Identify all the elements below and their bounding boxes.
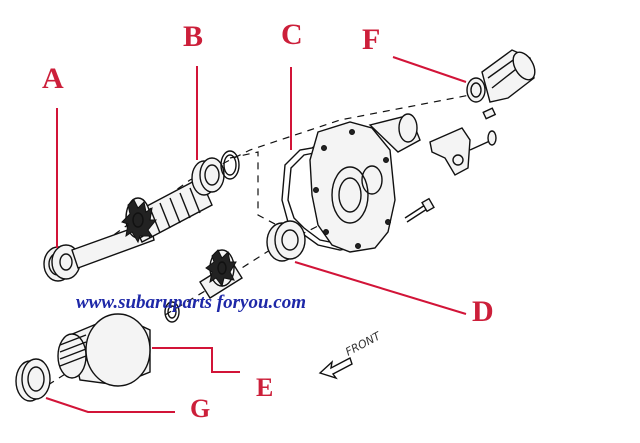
front-direction-indicator: FRONT (318, 329, 384, 380)
callout-f: F (362, 23, 380, 56)
leader-f (392, 56, 467, 83)
callout-d: D (472, 295, 494, 328)
transfer-gear-part (164, 249, 243, 323)
dust-boot-part (481, 49, 536, 103)
callout-e: E (256, 373, 273, 402)
leader-g (45, 397, 175, 413)
drive-shaft-e-part (57, 313, 151, 387)
leader-e (152, 347, 240, 373)
shift-bracket-part (429, 107, 497, 176)
drive-pinion-shaft-part (71, 177, 213, 269)
callout-c: C (281, 18, 303, 51)
extension-housing-part (309, 113, 421, 253)
callout-a: A (42, 62, 64, 95)
front-label: FRONT (343, 329, 383, 359)
bearing-d-part (266, 220, 306, 262)
callout-b: B (183, 20, 203, 53)
bearing-b-part (191, 150, 240, 196)
oil-seal-f-part (466, 77, 486, 103)
website-watermark: www.subaruparts foryou.com (76, 292, 306, 313)
leader-d (294, 261, 467, 315)
bolt-part (404, 197, 435, 223)
oil-seal-g-part (15, 358, 51, 402)
callout-leaders (45, 56, 467, 413)
callout-g: G (190, 394, 210, 423)
